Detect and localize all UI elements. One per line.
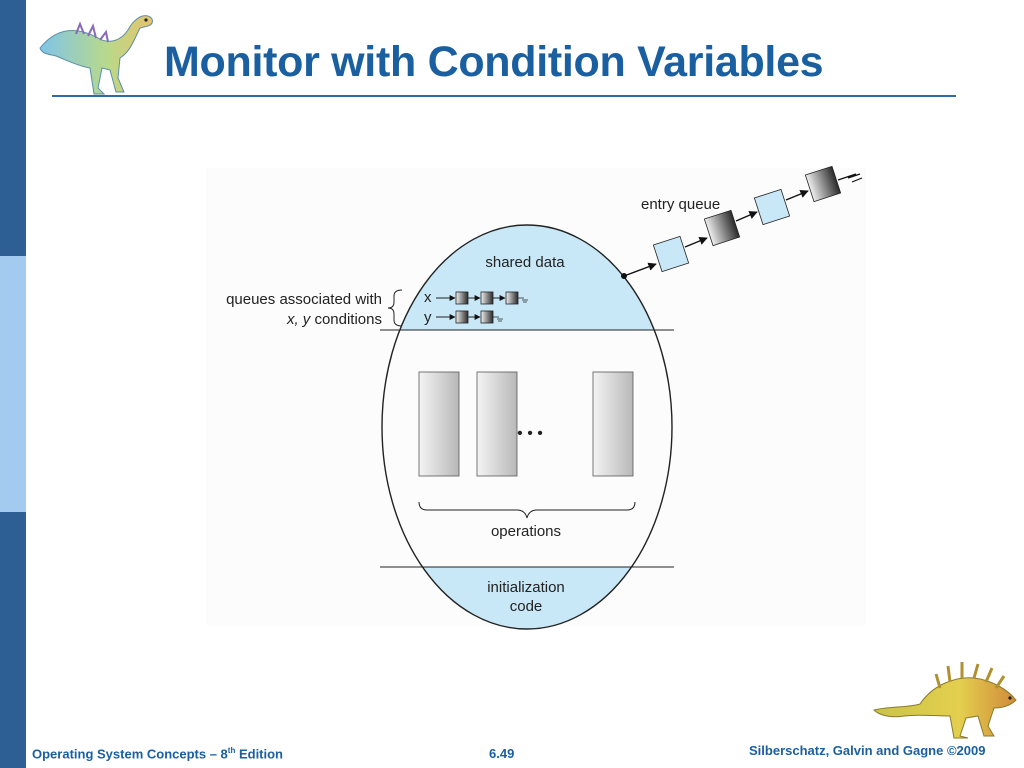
operations-ellipsis: • • • [517, 425, 543, 442]
operation-block [476, 371, 518, 477]
shared-data-label: shared data [485, 254, 565, 271]
x-queue-process [480, 291, 494, 305]
queues-label-line2: x, y conditions [286, 311, 382, 328]
x-queue-process [455, 291, 469, 305]
entry-queue-process [703, 209, 741, 247]
x-queue-process [505, 291, 519, 305]
footer-copyright: Silberschatz, Galvin and Gagne ©2009 [749, 743, 986, 758]
entry-queue-label: entry queue [641, 196, 720, 213]
slide-title: Monitor with Condition Variables [164, 38, 824, 86]
footer-page-number: 6.49 [489, 746, 515, 761]
y-queue-process [455, 310, 469, 324]
queues-brace [387, 289, 403, 327]
initialization-label-line2: code [510, 598, 543, 615]
y-queue-end [493, 316, 503, 322]
initialization-label-line1: initialization [487, 579, 565, 596]
operation-block [418, 371, 460, 477]
x-queue-end [518, 297, 528, 303]
title-underline [52, 95, 956, 97]
operation-block [592, 371, 634, 477]
entry-queue-end [837, 173, 863, 183]
entry-queue-process [753, 188, 791, 226]
entry-queue-process [804, 165, 842, 203]
entry-queue-process [652, 235, 690, 273]
y-queue-process [480, 310, 494, 324]
operations-label: operations [491, 523, 561, 540]
queues-label-line1: queues associated with [226, 291, 382, 308]
monitor-ellipse [381, 224, 673, 630]
condition-x-label: x [424, 289, 432, 306]
footer-book-title: Operating System Concepts – 8th Edition [32, 746, 284, 762]
operations-brace [418, 501, 636, 519]
slide-sidebar-accent [0, 256, 26, 512]
condition-y-label: y [424, 309, 432, 326]
dinosaur-logo-top [39, 15, 153, 95]
dinosaur-logo-bottom [873, 662, 1017, 739]
